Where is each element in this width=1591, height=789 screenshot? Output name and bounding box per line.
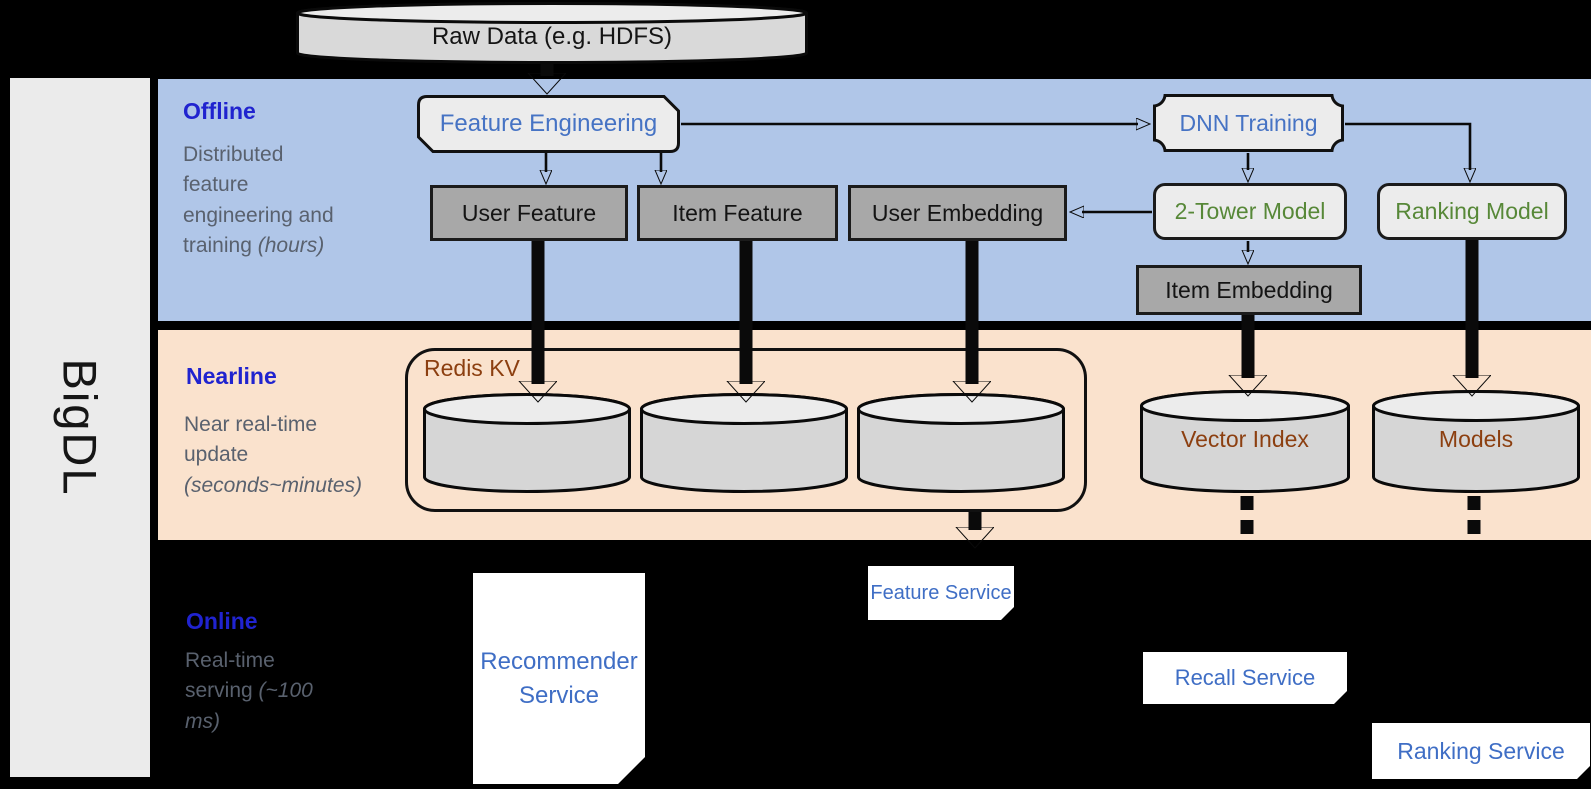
ranking-model-node: Ranking Model bbox=[1377, 183, 1567, 240]
models-label: Models bbox=[1438, 426, 1514, 452]
user-embedding-label: User Embedding bbox=[871, 199, 1044, 226]
kv-store-cylinder-2 bbox=[640, 393, 848, 493]
nearline-description: Near real-time update (seconds~minutes) bbox=[184, 410, 384, 501]
ranking-service-label: Ranking Service bbox=[1397, 737, 1565, 764]
offline-desc-text: Distributed feature engineering and trai… bbox=[183, 143, 334, 258]
cylinder-shape bbox=[1372, 390, 1580, 493]
user-embedding-node: User Embedding bbox=[848, 185, 1067, 241]
cylinder-shape bbox=[640, 393, 848, 493]
cylinder-shape bbox=[423, 393, 631, 493]
offline-title: Offline bbox=[183, 98, 256, 124]
folded-corner-icon bbox=[618, 757, 645, 784]
dnn-training-label: DNN Training bbox=[1179, 109, 1318, 136]
brand-label: BigDL bbox=[53, 358, 107, 497]
vector-index-label: Vector Index bbox=[1181, 426, 1309, 452]
raw-data-label: Raw Data (e.g. HDFS) bbox=[431, 23, 673, 50]
snip-corner-shape bbox=[417, 95, 680, 153]
cylinder-shape bbox=[1140, 390, 1350, 493]
nearline-desc-italic: (seconds~minutes) bbox=[184, 473, 362, 497]
online-desc-italic: (~100 ms) bbox=[185, 679, 313, 733]
folded-corner-icon bbox=[1577, 766, 1590, 779]
nearline-title: Nearline bbox=[186, 363, 277, 389]
redis-kv-label: Redis KV bbox=[424, 355, 520, 381]
cylinder-shape bbox=[296, 2, 808, 64]
ranking-model-label: Ranking Model bbox=[1395, 198, 1549, 224]
item-feature-node: Item Feature bbox=[637, 185, 838, 241]
cylinder-shape bbox=[857, 393, 1065, 493]
recommender-service-node: Recommender Service bbox=[473, 573, 645, 784]
user-feature-label: User Feature bbox=[461, 199, 597, 226]
item-embedding-label: Item Embedding bbox=[1165, 276, 1333, 303]
feature-engineering-label: Feature Engineering bbox=[439, 110, 658, 137]
vector-index-store: Vector Index bbox=[1140, 390, 1350, 493]
folded-corner-icon bbox=[1001, 607, 1014, 620]
two-tower-model-label: 2-Tower Model bbox=[1174, 198, 1326, 224]
folded-corner-icon bbox=[1334, 691, 1347, 704]
offline-desc-italic: (hours) bbox=[257, 234, 325, 258]
ranking-service-node: Ranking Service bbox=[1372, 723, 1590, 779]
raw-data-store: Raw Data (e.g. HDFS) bbox=[296, 2, 808, 64]
online-title: Online bbox=[186, 608, 258, 634]
feature-engineering-node: Feature Engineering bbox=[417, 95, 680, 153]
online-description: Real-time serving (~100 ms) bbox=[185, 646, 320, 737]
feature-service-label: Feature Service bbox=[870, 581, 1012, 604]
nearline-desc-text: Near real-time update bbox=[184, 413, 318, 467]
two-tower-model-node: 2-Tower Model bbox=[1153, 183, 1347, 240]
brand-sidebar: BigDL bbox=[10, 78, 150, 777]
user-feature-node: User Feature bbox=[430, 185, 628, 241]
dnn-training-node: DNN Training bbox=[1153, 94, 1344, 152]
recall-service-label: Recall Service bbox=[1174, 665, 1316, 690]
plaque-shape bbox=[1153, 94, 1344, 152]
item-feature-label: Item Feature bbox=[672, 199, 803, 226]
feature-service-node: Feature Service bbox=[868, 566, 1014, 620]
models-store: Models bbox=[1372, 390, 1580, 493]
offline-description: Distributed feature engineering and trai… bbox=[183, 140, 351, 262]
recommender-service-label: Recommender Service bbox=[480, 647, 638, 709]
item-embedding-node: Item Embedding bbox=[1136, 265, 1362, 315]
recall-service-node: Recall Service bbox=[1143, 652, 1347, 704]
online-desc-text: Real-time serving bbox=[185, 649, 275, 703]
kv-store-cylinder-3 bbox=[857, 393, 1065, 493]
kv-store-cylinder-1 bbox=[423, 393, 631, 493]
